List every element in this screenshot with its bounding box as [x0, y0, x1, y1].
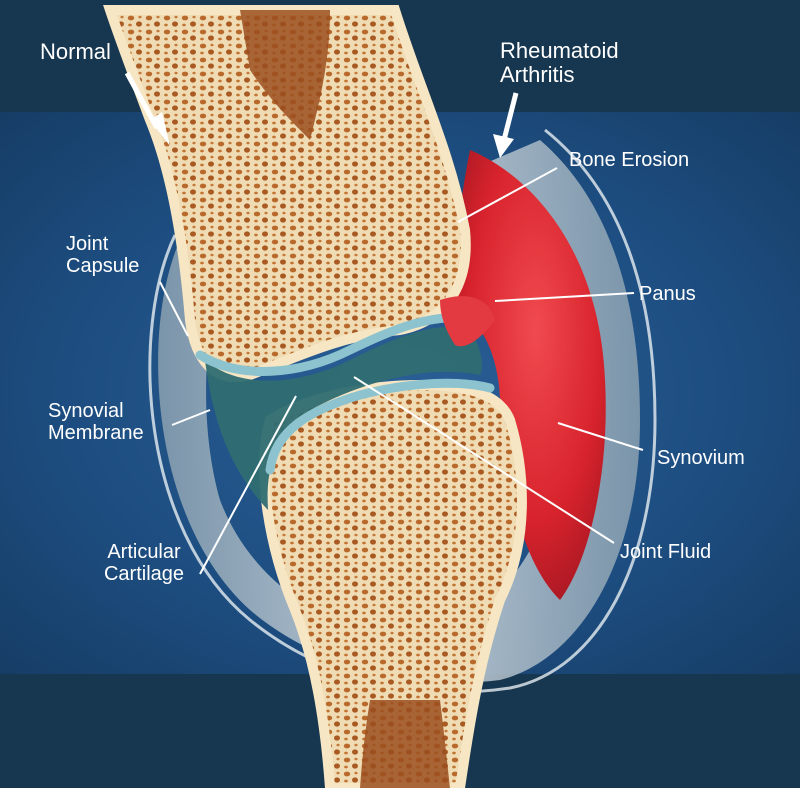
label-rheumatoid-line2: Arthritis	[500, 63, 619, 87]
label-joint-capsule-line1: Joint	[66, 233, 139, 255]
label-bone-erosion: Bone Erosion	[569, 149, 689, 171]
label-joint-capsule: Joint Capsule	[66, 233, 139, 277]
label-rheumatoid-line1: Rheumatoid	[500, 39, 619, 63]
label-panus: Panus	[639, 283, 696, 305]
label-articular-cartilage-line1: Articular	[90, 541, 198, 563]
lower-marrow	[360, 700, 450, 788]
label-joint-capsule-line2: Capsule	[66, 255, 139, 277]
label-synovial-membrane: Synovial Membrane	[48, 400, 144, 444]
label-articular-cartilage: Articular Cartilage	[90, 541, 198, 585]
label-synovium: Synovium	[657, 447, 745, 469]
label-joint-fluid: Joint Fluid	[620, 541, 711, 563]
label-normal: Normal	[40, 40, 111, 64]
label-rheumatoid-arthritis: Rheumatoid Arthritis	[500, 39, 619, 87]
label-synovial-membrane-line1: Synovial	[48, 400, 144, 422]
label-synovial-membrane-line2: Membrane	[48, 422, 144, 444]
label-articular-cartilage-line2: Cartilage	[90, 563, 198, 585]
